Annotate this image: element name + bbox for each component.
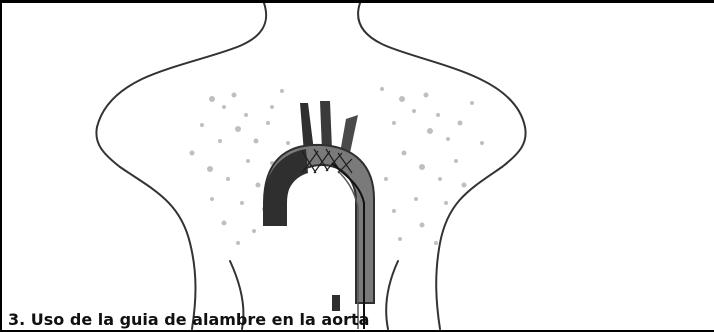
insertion-arrow-icon — [332, 295, 340, 311]
ascending-aorta — [264, 149, 308, 225]
aorta — [264, 101, 374, 329]
torso-aorta-guidewire-illustration — [2, 3, 714, 330]
great-vessel-middle — [320, 101, 332, 151]
figure-caption: 3. Uso de la guia de alambre en la aorta — [8, 311, 369, 329]
great-vessel-right — [340, 115, 358, 153]
